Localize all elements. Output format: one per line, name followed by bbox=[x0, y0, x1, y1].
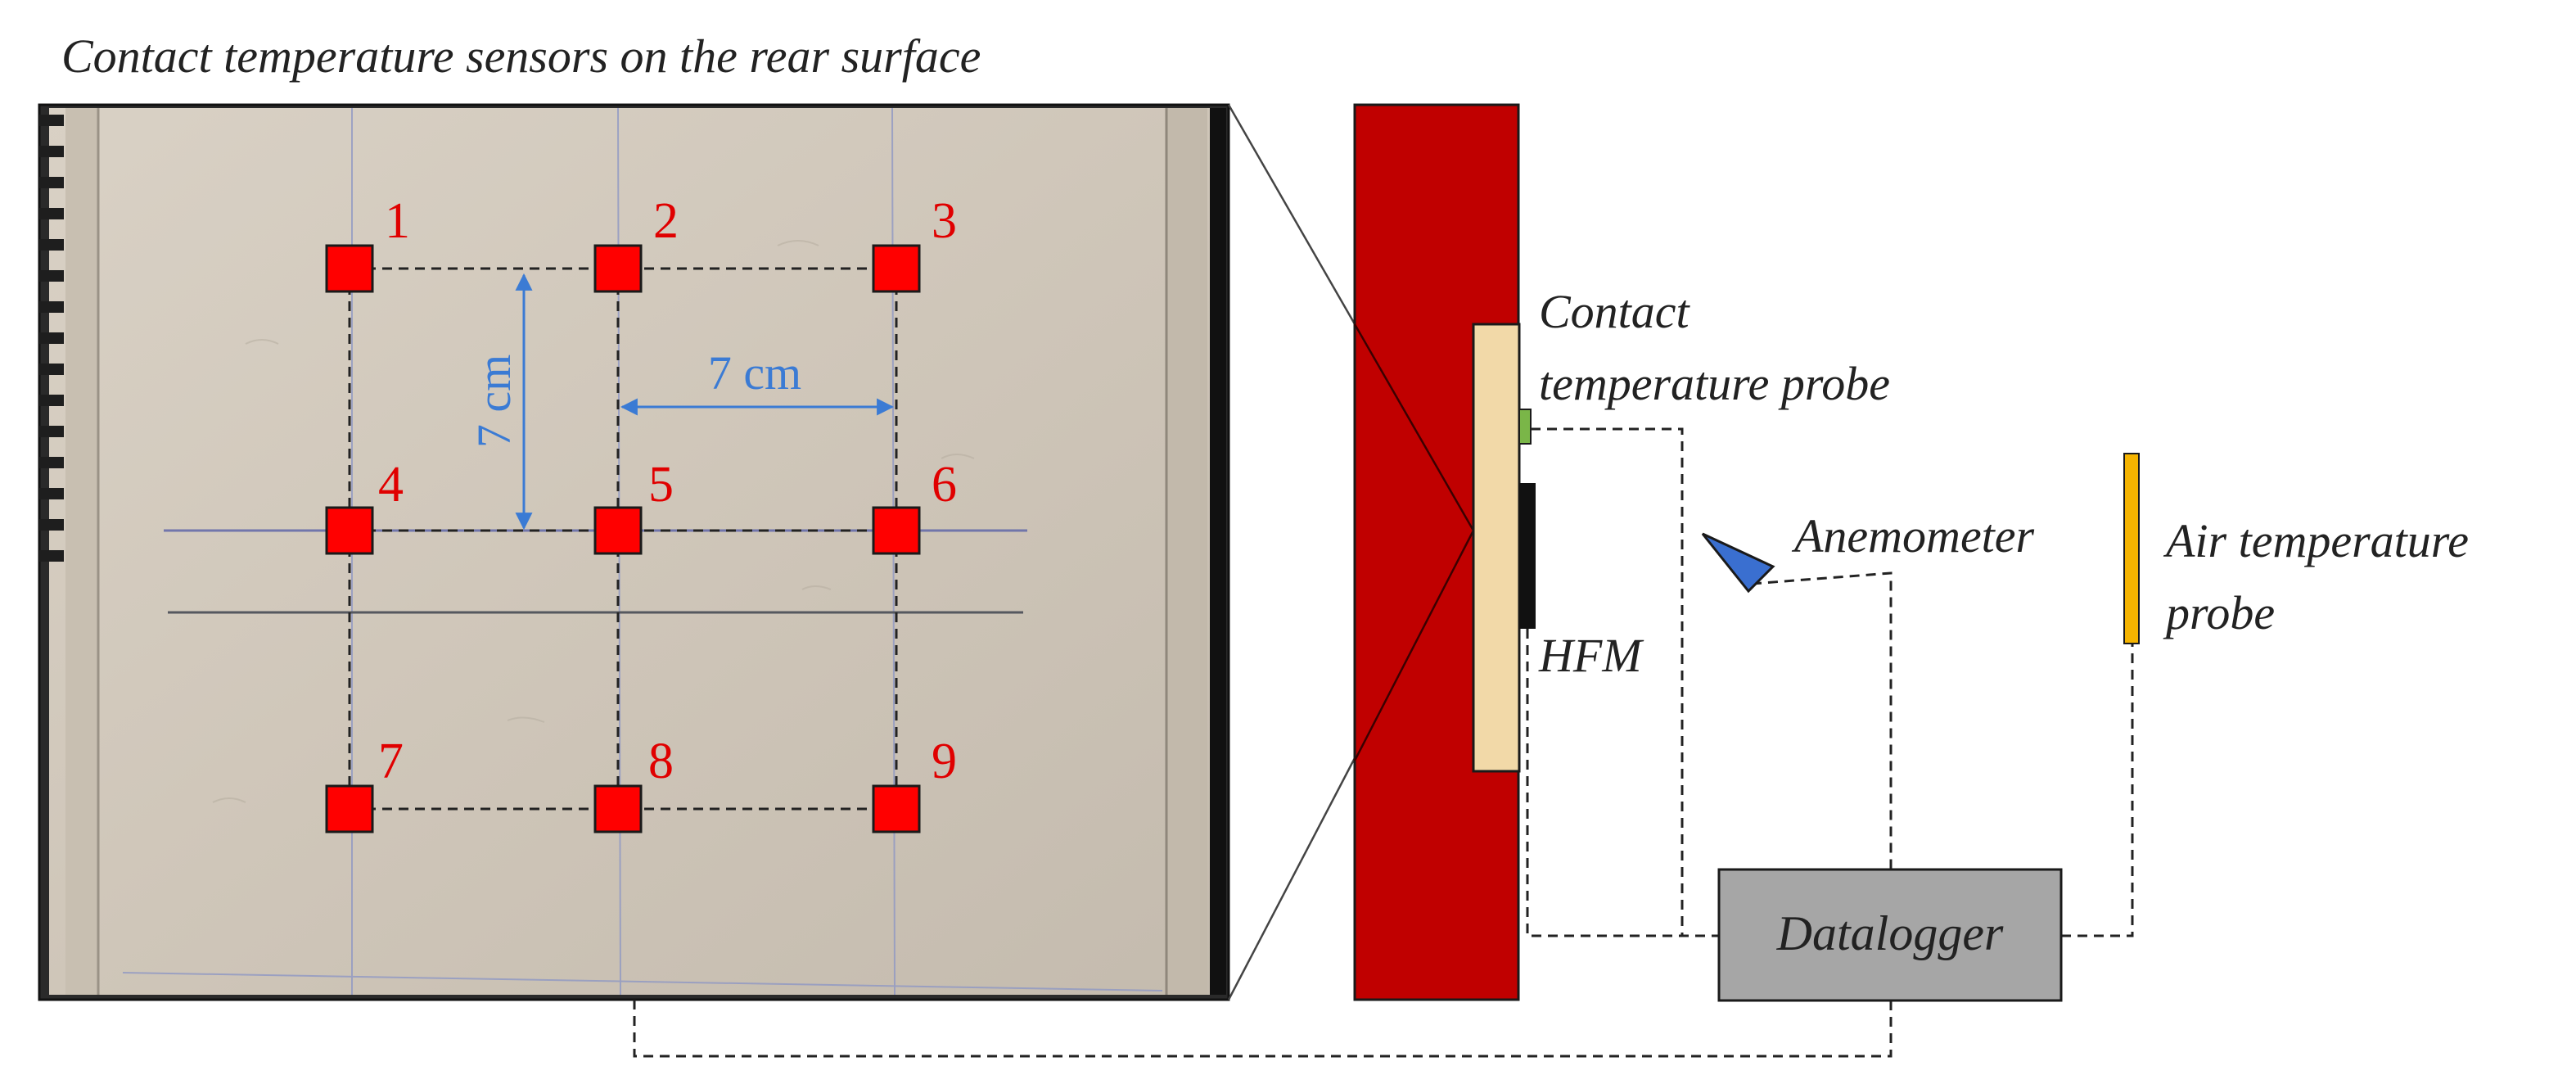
spacing-dimensions: 7 cm 7 cm bbox=[467, 273, 895, 531]
sensor-number: 3 bbox=[932, 193, 957, 249]
sensor-5 bbox=[593, 506, 643, 555]
datalogger-box bbox=[1717, 868, 2063, 1002]
sensor-3 bbox=[872, 244, 921, 293]
sensor-markers bbox=[325, 244, 921, 833]
contact-probe-label-line2: temperature probe bbox=[1539, 357, 1890, 410]
sensor-number: 2 bbox=[653, 193, 679, 249]
air-temperature-probe bbox=[2123, 453, 2140, 644]
contact-probe-label-line1: Contact bbox=[1539, 285, 1691, 338]
sensor-9 bbox=[872, 784, 921, 833]
sensor-number: 5 bbox=[648, 457, 674, 513]
sensor-6 bbox=[872, 506, 921, 555]
air-probe-label-line1: Air temperature bbox=[2163, 514, 2469, 567]
contact-temperature-probe bbox=[1518, 409, 1532, 445]
sensor-8 bbox=[593, 784, 643, 833]
test-specimen bbox=[1472, 323, 1521, 773]
datalogger-label: Datalogger bbox=[1776, 906, 2004, 960]
sensor-numbers: 1 2 3 4 5 6 7 8 9 bbox=[378, 193, 957, 789]
sensor-number: 7 bbox=[378, 734, 404, 789]
sensor-number: 6 bbox=[932, 457, 957, 513]
sensor-7 bbox=[325, 784, 374, 833]
sensor-1 bbox=[325, 244, 374, 293]
hfm-label: HFM bbox=[1538, 629, 1644, 682]
sensor-4 bbox=[325, 506, 374, 555]
cables bbox=[633, 427, 2134, 1058]
sensor-2 bbox=[593, 244, 643, 293]
sensor-number: 9 bbox=[932, 734, 957, 789]
sensor-number: 4 bbox=[378, 457, 404, 513]
vertical-spacing-label: 7 cm bbox=[467, 355, 521, 448]
sensor-number: 8 bbox=[648, 734, 674, 789]
anemometer-label: Anemometer bbox=[1791, 509, 2035, 562]
sensor-number: 1 bbox=[385, 193, 410, 249]
anemometer-icon bbox=[1701, 532, 1775, 594]
air-probe-label-line2: probe bbox=[2163, 586, 2275, 639]
heat-flux-meter bbox=[1519, 483, 1536, 629]
photo-caption: Contact temperature sensors on the rear … bbox=[61, 29, 981, 83]
horizontal-spacing-label: 7 cm bbox=[708, 346, 801, 400]
